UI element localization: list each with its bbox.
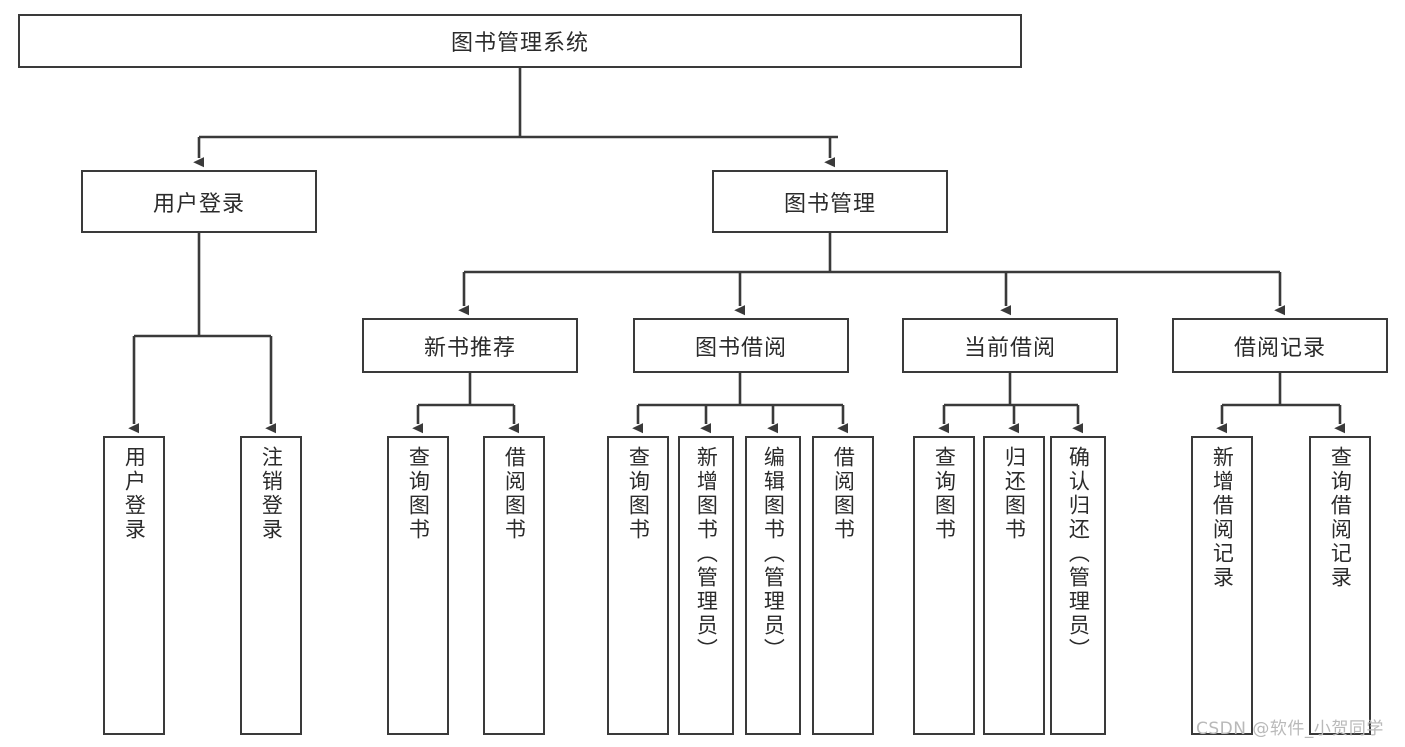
node-leaf-logout-label: 注销登录: [259, 446, 284, 542]
node-leaf-confirm-return-label: 确认归还（管理员）: [1066, 446, 1091, 662]
node-leaf-add-book[interactable]: 新增图书（管理员）: [678, 436, 734, 735]
node-leaf-borrow-book-rec[interactable]: 借阅图书: [483, 436, 545, 735]
node-current-borrow[interactable]: 当前借阅: [902, 318, 1118, 373]
node-leaf-query-book-current-label: 查询图书: [932, 446, 957, 542]
node-leaf-query-book-borrow-label: 查询图书: [626, 446, 651, 542]
node-leaf-confirm-return[interactable]: 确认归还（管理员）: [1050, 436, 1106, 735]
node-root-label: 图书管理系统: [450, 31, 589, 56]
node-leaf-query-record-label: 查询借阅记录: [1328, 446, 1353, 590]
node-leaf-return-book-label: 归还图书: [1002, 446, 1027, 542]
node-user-login[interactable]: 用户登录: [81, 170, 317, 233]
node-leaf-user-login[interactable]: 用户登录: [103, 436, 165, 735]
node-user-login-label: 用户登录: [152, 191, 245, 217]
node-leaf-return-book[interactable]: 归还图书: [983, 436, 1045, 735]
node-book-borrow[interactable]: 图书借阅: [633, 318, 849, 373]
node-leaf-borrow-book-rec-label: 借阅图书: [502, 446, 527, 542]
node-root[interactable]: 图书管理系统: [18, 14, 1022, 68]
node-borrow-record[interactable]: 借阅记录: [1172, 318, 1388, 373]
node-leaf-user-login-label: 用户登录: [122, 446, 147, 542]
node-leaf-query-book-rec[interactable]: 查询图书: [387, 436, 449, 735]
node-book-manage-label: 图书管理: [783, 191, 876, 217]
node-leaf-query-book-borrow[interactable]: 查询图书: [607, 436, 669, 735]
node-borrow-record-label: 借阅记录: [1233, 335, 1326, 361]
node-leaf-add-record[interactable]: 新增借阅记录: [1191, 436, 1253, 735]
node-leaf-borrow-book[interactable]: 借阅图书: [812, 436, 874, 735]
node-new-book-rec[interactable]: 新书推荐: [362, 318, 578, 373]
node-leaf-borrow-book-label: 借阅图书: [831, 446, 856, 542]
node-leaf-query-record[interactable]: 查询借阅记录: [1309, 436, 1371, 735]
node-leaf-logout[interactable]: 注销登录: [240, 436, 302, 735]
node-current-borrow-label: 当前借阅: [963, 335, 1056, 361]
node-book-borrow-label: 图书借阅: [694, 335, 787, 361]
csdn-watermark: CSDN @软件_小贺同学: [1196, 719, 1384, 739]
node-leaf-edit-book[interactable]: 编辑图书（管理员）: [745, 436, 801, 735]
node-leaf-add-book-label: 新增图书（管理员）: [694, 446, 719, 662]
node-new-book-rec-label: 新书推荐: [423, 335, 516, 361]
node-leaf-edit-book-label: 编辑图书（管理员）: [761, 446, 786, 662]
node-leaf-query-book-rec-label: 查询图书: [406, 446, 431, 542]
node-leaf-query-book-current[interactable]: 查询图书: [913, 436, 975, 735]
node-book-manage[interactable]: 图书管理: [712, 170, 948, 233]
node-leaf-add-record-label: 新增借阅记录: [1210, 446, 1235, 590]
